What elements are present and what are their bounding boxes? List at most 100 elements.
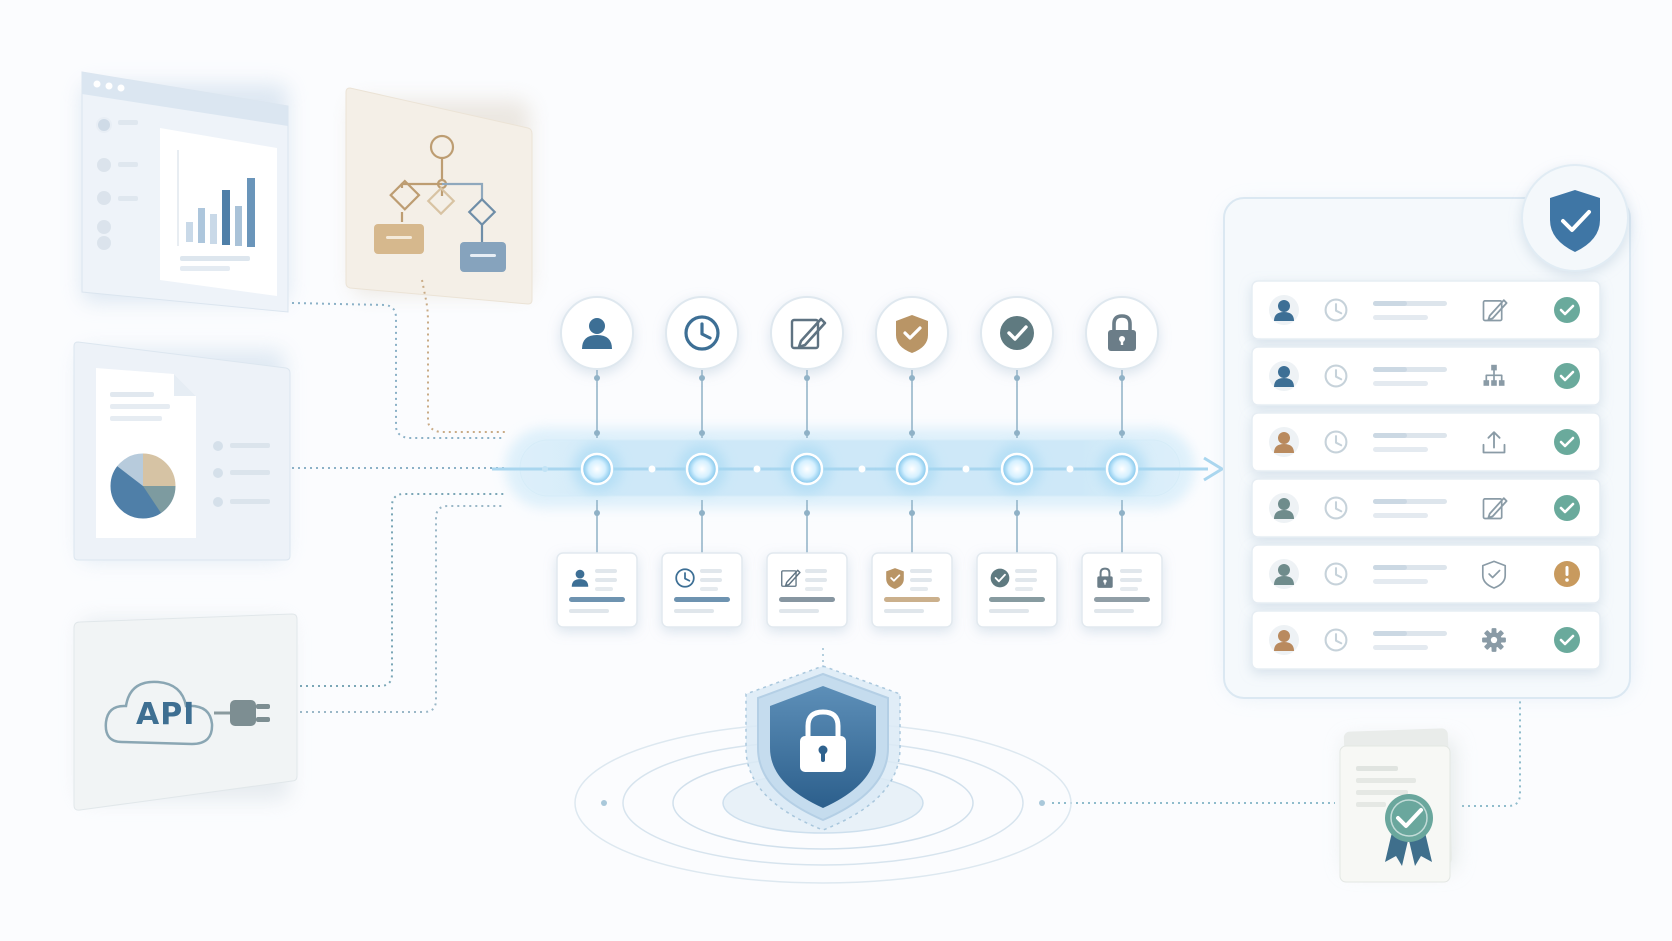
shield-check-icon bbox=[1481, 560, 1507, 589]
timeline-step-edit bbox=[766, 296, 848, 628]
log-text-line bbox=[1373, 301, 1407, 306]
audit-log-panel bbox=[1223, 164, 1631, 699]
check-circle-icon bbox=[1554, 297, 1580, 323]
connector-dot bbox=[1119, 430, 1125, 436]
shield-check-icon bbox=[896, 315, 928, 353]
arrow-right-icon bbox=[1203, 456, 1225, 482]
check-circle-icon bbox=[1554, 627, 1580, 653]
avatar bbox=[1269, 493, 1299, 523]
connector-dot bbox=[699, 510, 705, 516]
user-icon bbox=[582, 318, 612, 349]
gear-icon bbox=[1482, 628, 1506, 652]
connector-dot bbox=[699, 430, 705, 436]
connector-dot bbox=[594, 510, 600, 516]
step-card-time bbox=[661, 552, 743, 628]
log-text-line bbox=[1373, 645, 1428, 650]
clock-icon bbox=[675, 568, 695, 588]
connector-dot bbox=[804, 430, 810, 436]
log-text-line bbox=[1373, 433, 1407, 438]
audit-log-row bbox=[1251, 610, 1601, 670]
connector-dot bbox=[804, 375, 810, 381]
edit-icon bbox=[1482, 497, 1508, 520]
connector-dot bbox=[909, 510, 915, 516]
check-circle-icon bbox=[1000, 316, 1034, 350]
audit-log-row bbox=[1251, 280, 1601, 340]
clock-icon bbox=[684, 315, 720, 351]
log-text-line bbox=[1373, 447, 1428, 452]
audit-log-rows bbox=[1251, 280, 1601, 670]
connector-dot bbox=[1014, 430, 1020, 436]
log-text-line bbox=[1373, 367, 1407, 372]
api-label: API bbox=[136, 697, 195, 732]
shield-check-icon bbox=[1550, 190, 1600, 252]
timeline-step-verify bbox=[871, 296, 953, 628]
bar-chart-icon bbox=[177, 150, 255, 271]
lock-icon bbox=[1108, 314, 1136, 351]
audit-badge bbox=[1521, 164, 1629, 272]
upload-icon bbox=[1482, 431, 1506, 454]
edit-icon bbox=[790, 317, 827, 350]
step-card-verify bbox=[871, 552, 953, 628]
timeline-node bbox=[895, 452, 929, 486]
connector-dot bbox=[804, 510, 810, 516]
log-text-line bbox=[1373, 631, 1407, 636]
lock-icon bbox=[1097, 567, 1113, 588]
hierarchy-icon bbox=[1483, 364, 1505, 386]
step-card-edit bbox=[766, 552, 848, 628]
log-text-line bbox=[1373, 499, 1407, 504]
step-card-lock bbox=[1081, 552, 1163, 628]
cloud-icon bbox=[104, 680, 214, 746]
certificate-badge-icon bbox=[1385, 794, 1433, 866]
flowchart-icon bbox=[389, 134, 497, 242]
avatar bbox=[1269, 361, 1299, 391]
pie-chart-icon bbox=[109, 452, 177, 520]
plug-icon bbox=[214, 700, 270, 726]
timeline-steps bbox=[556, 296, 1163, 628]
warning-icon bbox=[1554, 561, 1580, 587]
connector-dot bbox=[1014, 375, 1020, 381]
clock-icon bbox=[1324, 496, 1348, 520]
source-report-panel bbox=[73, 341, 291, 561]
source-dashboard-panel bbox=[81, 71, 289, 313]
timeline-node bbox=[580, 452, 614, 486]
connector-dot bbox=[909, 430, 915, 436]
check-circle-icon bbox=[1554, 429, 1580, 455]
security-shield-area bbox=[574, 648, 1072, 884]
check-circle-icon bbox=[1554, 495, 1580, 521]
connector-dot bbox=[594, 430, 600, 436]
step-card-approve bbox=[976, 552, 1058, 628]
timeline-step-approve bbox=[976, 296, 1058, 628]
clock-icon bbox=[1324, 430, 1348, 454]
timeline-node bbox=[790, 452, 824, 486]
connector-dot bbox=[1014, 510, 1020, 516]
clock-icon bbox=[1324, 562, 1348, 586]
timeline-node bbox=[1000, 452, 1034, 486]
log-text-line bbox=[1373, 513, 1428, 518]
timeline-node bbox=[1105, 452, 1139, 486]
check-circle-icon bbox=[1554, 363, 1580, 389]
timeline-step-lock bbox=[1081, 296, 1163, 628]
audit-log-row bbox=[1251, 478, 1601, 538]
timeline-step-time bbox=[661, 296, 743, 628]
edit-icon bbox=[1482, 299, 1508, 322]
clock-icon bbox=[1324, 298, 1348, 322]
check-circle-icon bbox=[990, 568, 1010, 588]
timeline-step-user bbox=[556, 296, 638, 628]
timeline-node bbox=[685, 452, 719, 486]
source-api-panel: API bbox=[73, 613, 298, 811]
clock-icon bbox=[1324, 628, 1348, 652]
avatar bbox=[1269, 427, 1299, 457]
avatar bbox=[1269, 625, 1299, 655]
log-text-line bbox=[1373, 565, 1407, 570]
certificate-card bbox=[1339, 728, 1455, 883]
log-text-line bbox=[1373, 579, 1428, 584]
audit-log-row bbox=[1251, 544, 1601, 604]
edit-icon bbox=[781, 569, 801, 587]
source-connectors bbox=[291, 279, 1521, 807]
shield-check-icon bbox=[886, 568, 904, 589]
connector-dot bbox=[909, 375, 915, 381]
step-card-user bbox=[556, 552, 638, 628]
log-text-line bbox=[1373, 315, 1428, 320]
source-workflow-panel bbox=[345, 87, 533, 305]
audit-log-row bbox=[1251, 412, 1601, 472]
